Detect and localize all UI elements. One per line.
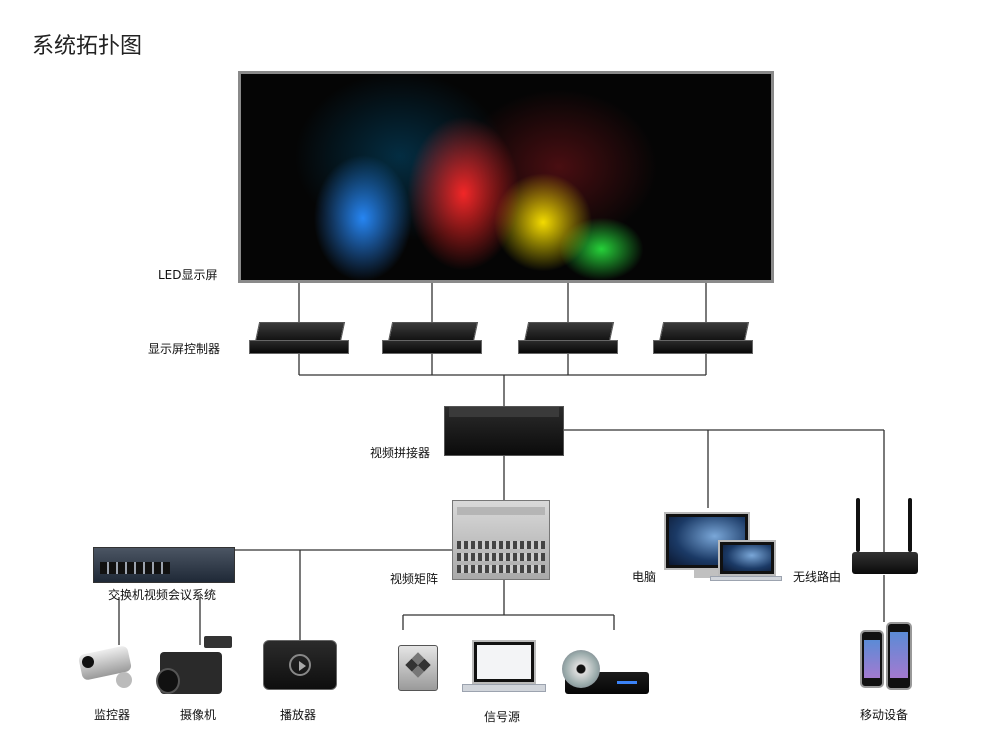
security-camera-lens [82, 656, 94, 668]
mobile-phone-2 [886, 622, 912, 690]
video-splicer-label: 视频拼接器 [370, 446, 431, 460]
storage-device [398, 645, 438, 691]
media-player [263, 640, 337, 690]
mobile-label: 移动设备 [860, 708, 909, 722]
camcorder-handle [204, 636, 232, 648]
router-label: 无线路由 [793, 570, 842, 584]
laptop-base [710, 576, 782, 581]
led-display-image [241, 74, 771, 280]
monitor-stand [694, 570, 720, 578]
display-controller-4 [653, 322, 753, 354]
wireless-router [852, 498, 918, 574]
video-matrix [452, 500, 550, 580]
page-title: 系统拓扑图 [32, 34, 143, 59]
video-matrix-label: 视频矩阵 [390, 572, 439, 586]
network-switch [93, 547, 235, 583]
camcorder-lens [156, 668, 180, 694]
video-splicer [444, 406, 564, 456]
display-controller-1 [249, 322, 349, 354]
led-display-label: LED显示屏 [158, 268, 218, 282]
signal-source-label: 信号源 [484, 710, 521, 724]
mobile-phone-1 [860, 630, 884, 688]
led-display [238, 71, 774, 283]
display-controller-3 [518, 322, 618, 354]
signal-laptop-base [462, 684, 546, 692]
monitor-label: 监控器 [94, 708, 131, 722]
signal-laptop-screen [472, 640, 536, 684]
laptop-screen [718, 540, 776, 576]
security-camera-mount [116, 672, 132, 688]
player-label: 播放器 [280, 708, 317, 722]
camera-label: 摄像机 [180, 708, 217, 722]
switch-label: 交换机视频会议系统 [108, 588, 217, 602]
computer-label: 电脑 [632, 570, 657, 584]
display-controller-2 [382, 322, 482, 354]
disc [562, 650, 600, 688]
display-controller-label: 显示屏控制器 [148, 342, 221, 356]
